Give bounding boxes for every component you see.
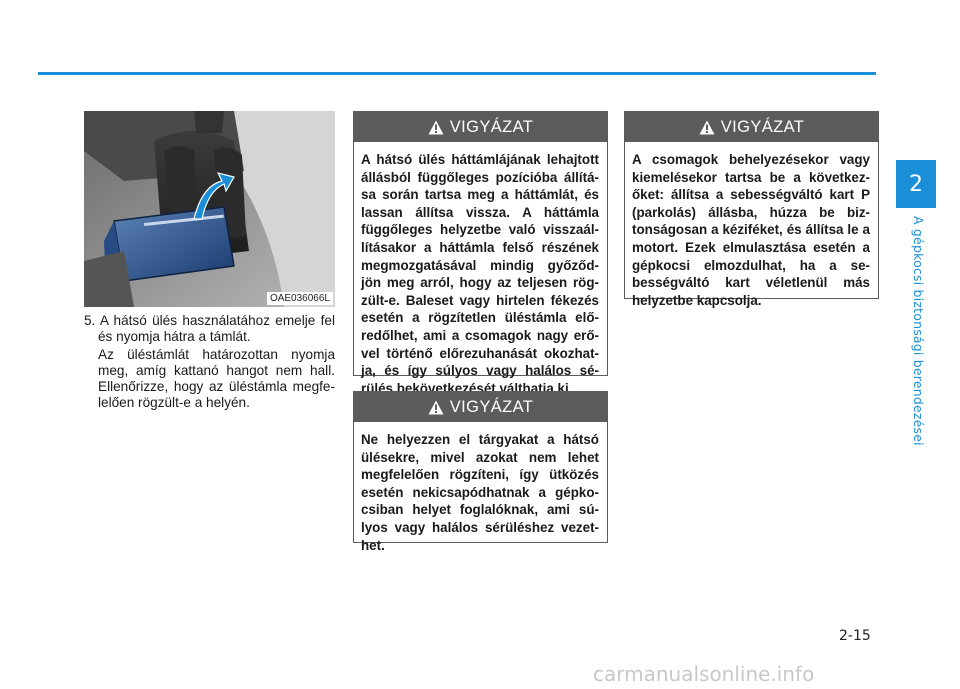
warning-box-2: VIGYÁZAT Ne helyezzen el tárgyakat a hát… [353, 391, 608, 553]
warning-text-1: A hátsó ülés háttámlájának lehajtott áll… [361, 152, 599, 396]
figure-code: OAE036066L [266, 292, 333, 305]
instruction-step: 5. A hátsó ülés használatához emelje fel… [84, 313, 335, 411]
page-number: 2-15 [839, 628, 871, 644]
watermark: carmanualsonline.info [593, 662, 815, 686]
warning-header-2: VIGYÁZAT [354, 392, 607, 422]
step-line-2: Az üléstámlát határozottan nyomja meg, a… [98, 347, 335, 410]
warning-text-2: Ne helyezzen el tárgyakat a hátsó ülések… [361, 432, 599, 553]
warning-title-3: VIGYÁZAT [720, 117, 805, 136]
chapter-title: A gépkocsi biztonsági berendezései [911, 216, 926, 446]
warning-title-2: VIGYÁZAT [449, 397, 534, 416]
warning-text-3: A csomagok behelyezésekor vagy kiemelése… [632, 152, 870, 308]
header-rule [38, 72, 876, 75]
chapter-tab: 2 [896, 160, 936, 208]
warning-triangle-icon [699, 120, 715, 134]
step-line-1: 5. A hátsó ülés használatához emelje fel… [84, 313, 335, 344]
warning-box-3: VIGYÁZAT A csomagok behelyezésekor vagy … [624, 111, 879, 308]
warning-triangle-icon [428, 120, 444, 134]
seat-photo: OAE036066L [84, 111, 335, 307]
warning-header-3: VIGYÁZAT [625, 112, 878, 142]
warning-title-1: VIGYÁZAT [449, 117, 534, 136]
warning-header-1: VIGYÁZAT [354, 112, 607, 142]
warning-box-1: VIGYÁZAT A hátsó ülés háttámlájának leha… [353, 111, 608, 396]
warning-triangle-icon [428, 400, 444, 414]
chapter-number: 2 [909, 171, 923, 197]
seat-illustration [84, 111, 335, 307]
